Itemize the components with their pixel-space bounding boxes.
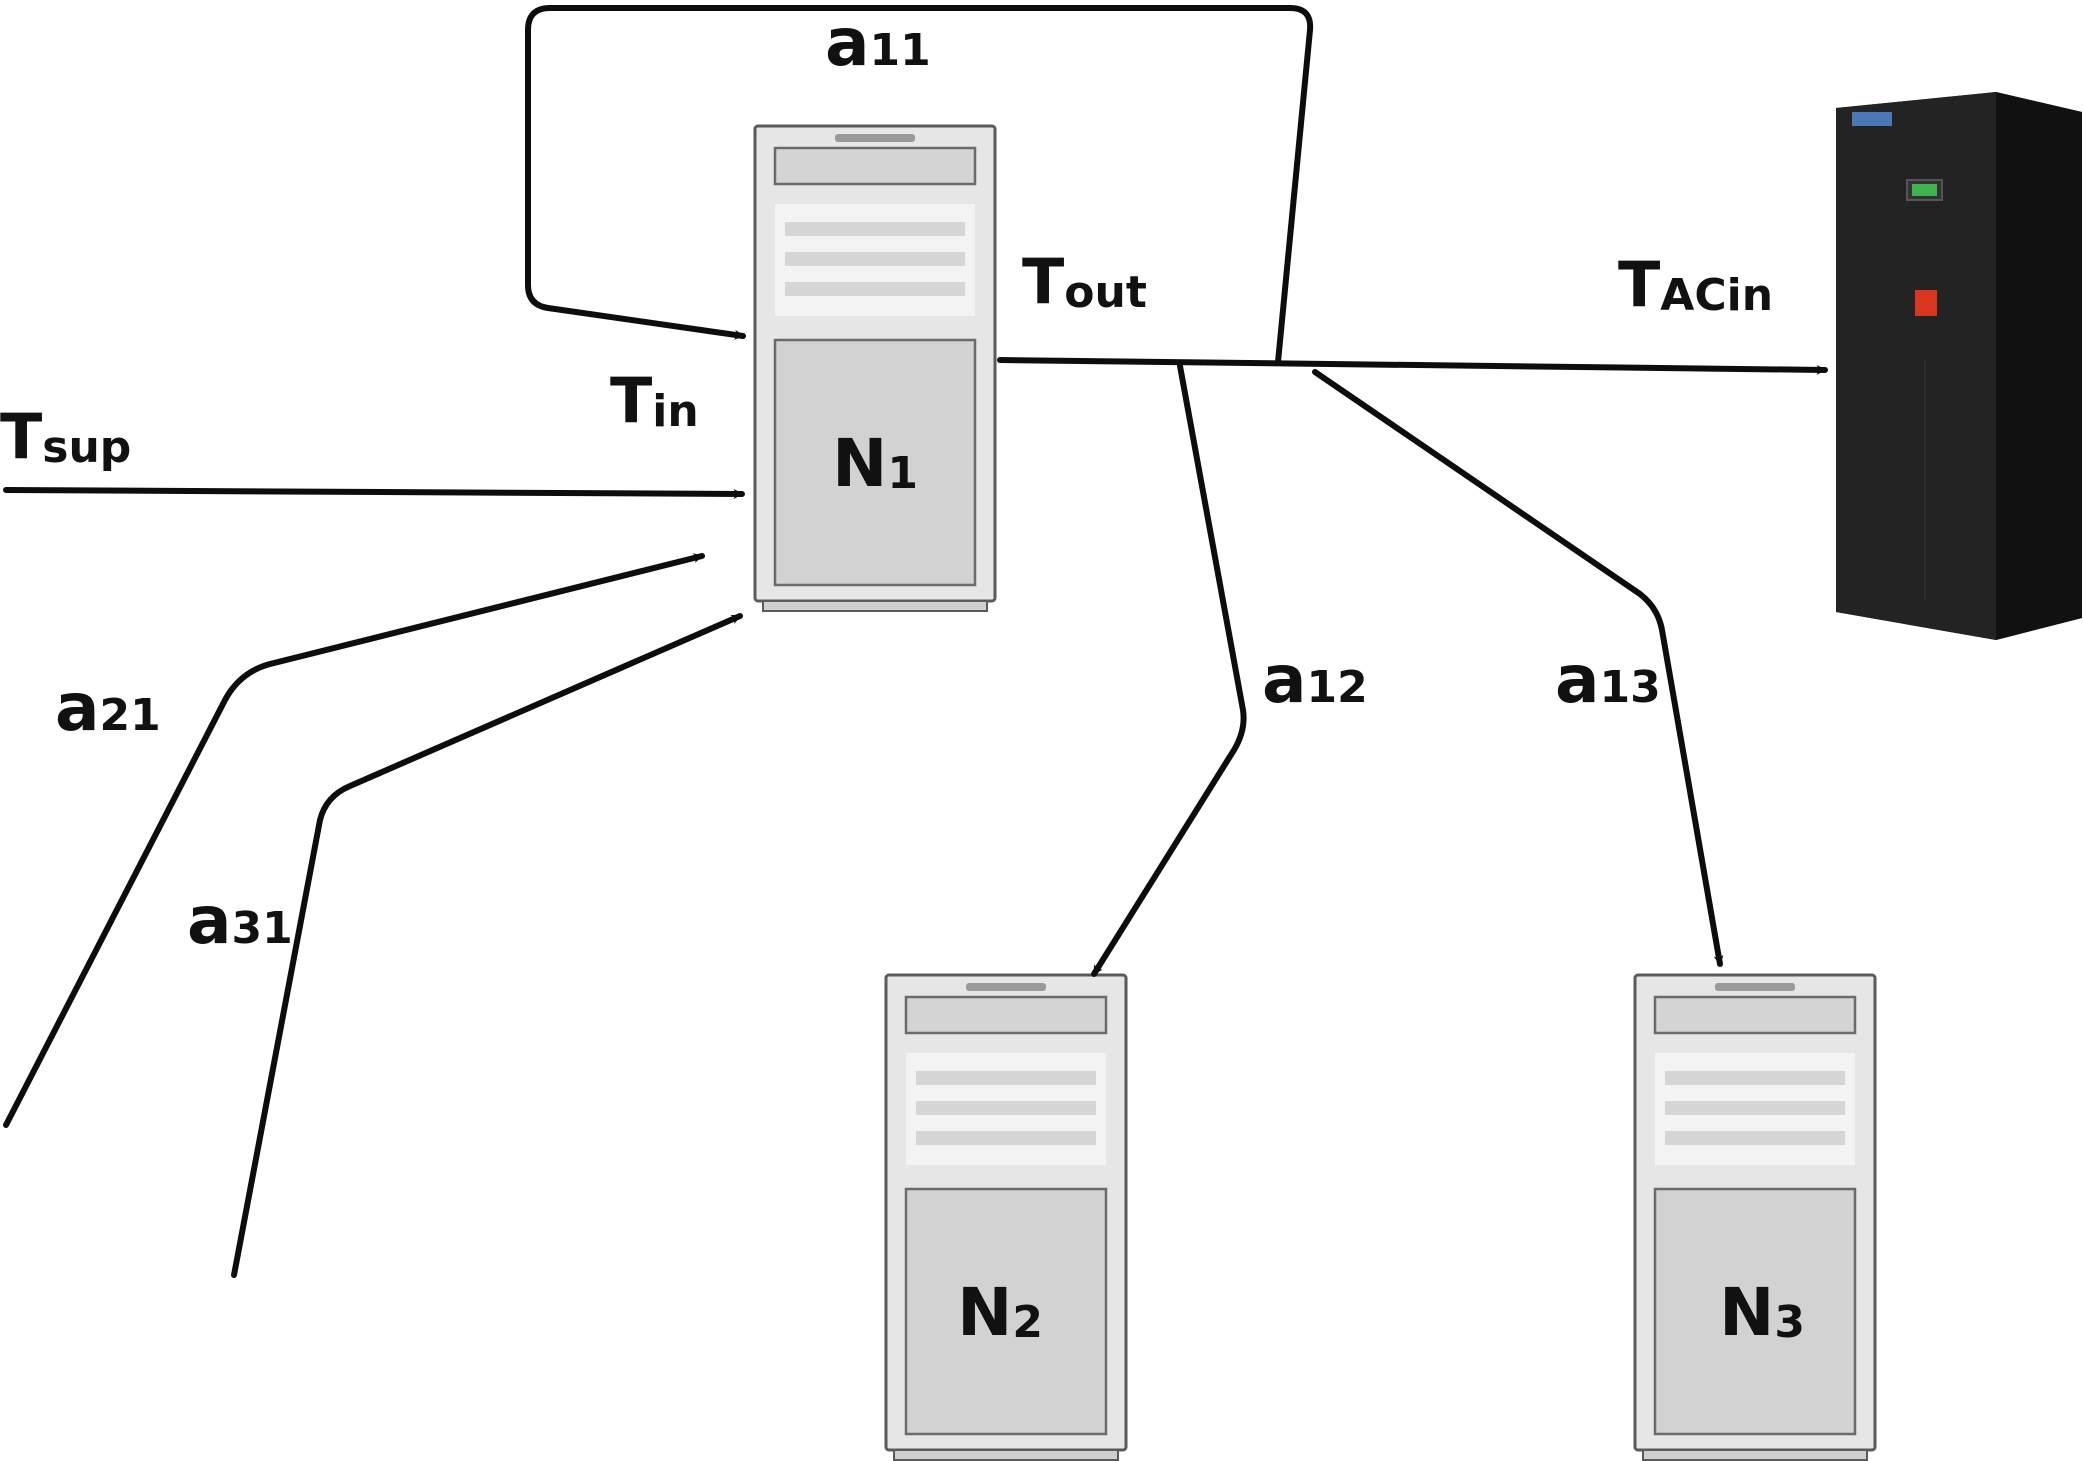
server-tower-icon [1633, 973, 1877, 1461]
node-label-n2: N2 [957, 1274, 1043, 1351]
label-t-in: Tin [610, 364, 699, 437]
server-tower-icon [753, 124, 997, 613]
node-label-n3: N3 [1719, 1274, 1805, 1351]
arrow-a12 [1091, 363, 1247, 977]
server-n1: N1 [753, 124, 997, 613]
node-label-n1: N1 [832, 425, 918, 502]
arrow-a11-recirculation [525, 5, 1314, 365]
label-a21: a21 [55, 669, 161, 746]
arrow-a31 [231, 613, 743, 1278]
air-conditioning-unit-icon [1836, 92, 2082, 640]
arrow-a21 [3, 553, 705, 1128]
label-t-out: Tout [1022, 245, 1147, 318]
server-n2: N2 [884, 973, 1128, 1461]
arrow-t-out-to-ac [997, 357, 1828, 375]
server-n3: N3 [1633, 973, 1877, 1461]
label-a11: a11 [825, 4, 931, 81]
label-t-acin: TACin [1618, 248, 1773, 321]
label-a12: a12 [1262, 641, 1368, 718]
label-t-sup: Tsup [0, 400, 131, 473]
label-a31: a31 [187, 882, 293, 959]
arrow-a13 [1312, 369, 1724, 967]
server-tower-icon [884, 973, 1128, 1461]
arrow-t-sup [3, 487, 745, 499]
label-a13: a13 [1555, 641, 1661, 718]
